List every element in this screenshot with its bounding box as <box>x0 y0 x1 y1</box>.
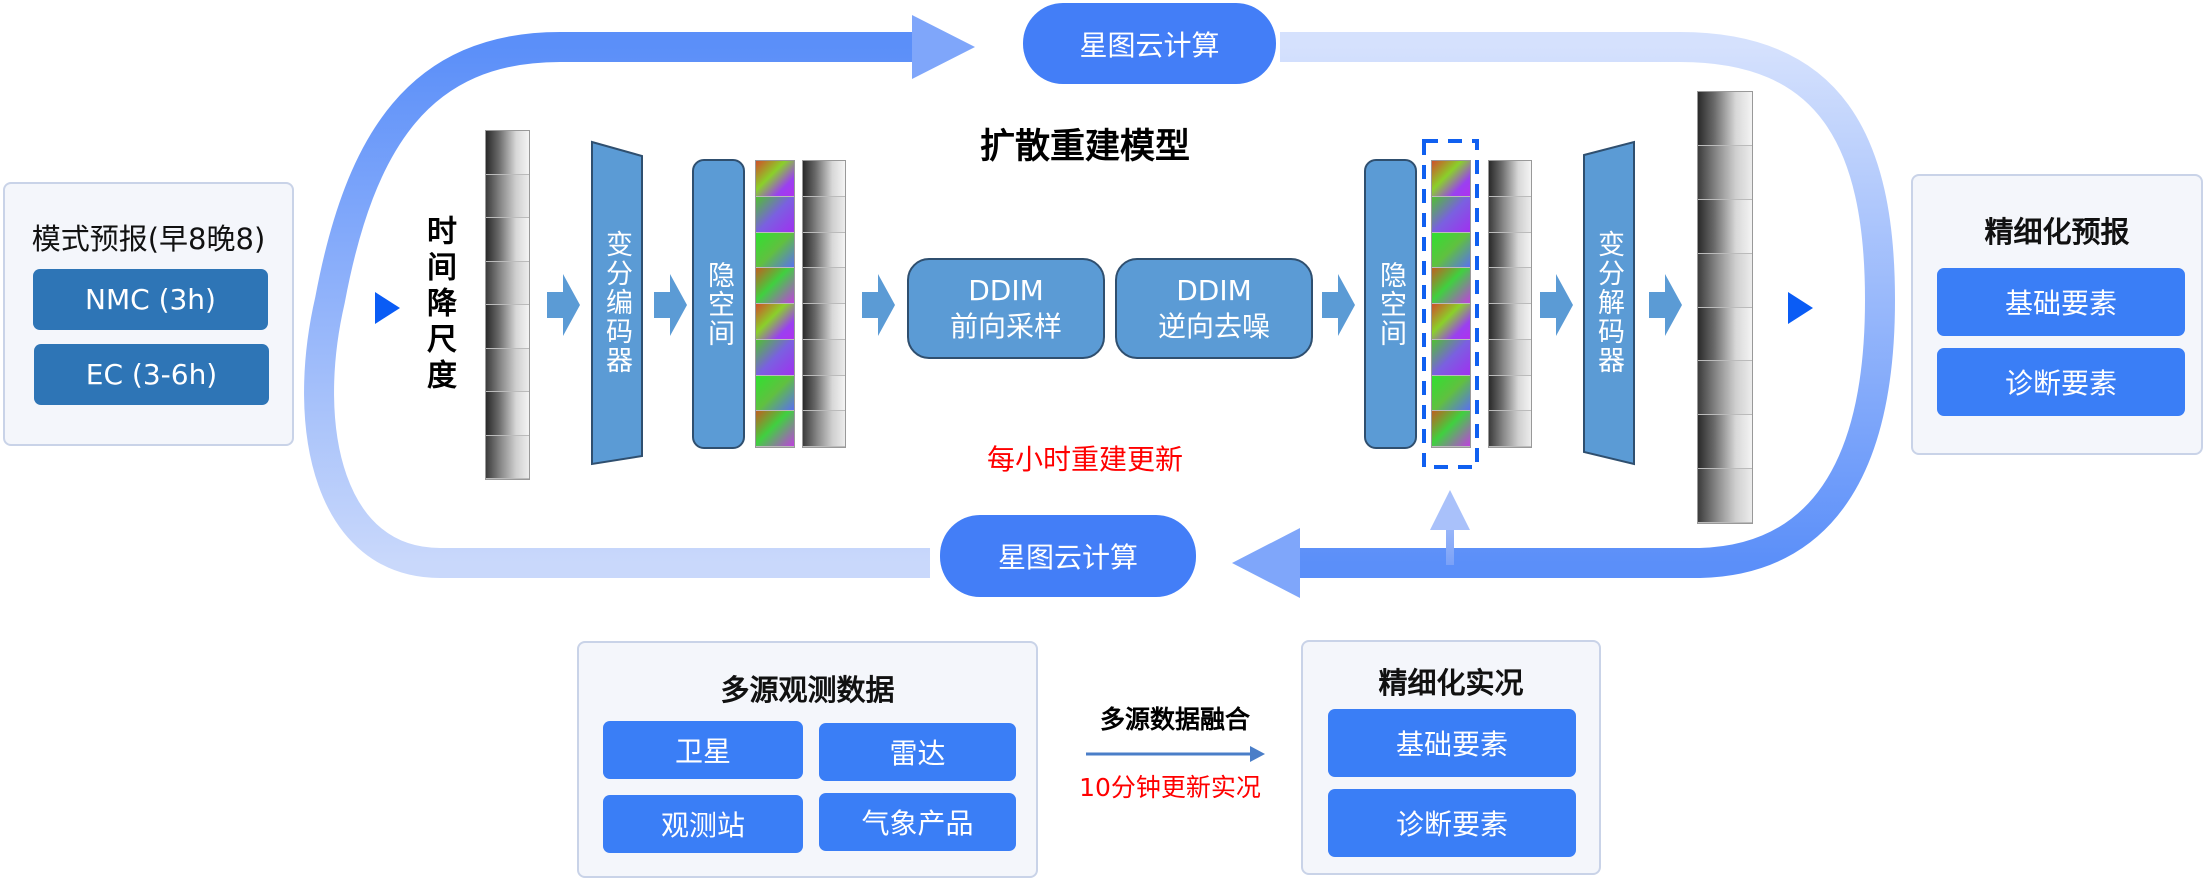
flow-arrow-6 <box>1649 274 1682 336</box>
nowcast-diagnostic-elements-button[interactable]: 诊断要素 <box>1328 789 1576 857</box>
ddim-forward-block: DDIM 前向采样 <box>907 258 1105 359</box>
fusion-arrowhead <box>1250 746 1265 762</box>
model-forecast-panel: 模式预报(早8晚8) NMC (3h) EC (3-6h) <box>3 182 294 446</box>
diagram-title: 扩散重建模型 <box>979 127 1190 167</box>
fine-forecast-panel: 精细化预报 基础要素 诊断要素 <box>1911 174 2203 455</box>
satellite-button[interactable]: 卫星 <box>603 721 803 779</box>
nowcast-basic-elements-button[interactable]: 基础要素 <box>1328 709 1576 777</box>
latent-in-feature-strip <box>755 160 795 448</box>
flow-arrow-4 <box>1322 274 1355 336</box>
input-triangle-icon <box>375 292 400 324</box>
forecast-basic-elements-button[interactable]: 基础要素 <box>1937 268 2185 336</box>
decoder-shape <box>1583 140 1635 466</box>
latent-selection-box <box>1422 139 1479 469</box>
latent-in-block: 隐空间 <box>692 159 745 449</box>
cloud-compute-bottom-pill: 星图云计算 <box>940 515 1196 597</box>
output-frames-strip <box>1697 91 1753 524</box>
bottom-arrowhead <box>1232 528 1300 598</box>
latent-out-block: 隐空间 <box>1364 159 1417 449</box>
ddim-forward-line2: 前向采样 <box>949 309 1062 343</box>
ddim-forward-line1: DDIM <box>968 273 1044 307</box>
ddim-reverse-line1: DDIM <box>1176 273 1252 307</box>
cloud-compute-top-pill: 星图云计算 <box>1023 3 1276 84</box>
flow-arrow-2 <box>654 274 687 336</box>
encoder-label: 变分编码器 <box>601 230 632 375</box>
hourly-update-note: 每小时重建更新 <box>986 443 1183 476</box>
model-forecast-title: 模式预报(早8晚8) <box>31 222 266 256</box>
ddim-reverse-line2: 逆向去噪 <box>1157 309 1270 343</box>
flow-arrow-1 <box>547 274 580 336</box>
fusion-label: 多源数据融合 <box>1099 705 1250 734</box>
flow-arrow-5 <box>1540 274 1573 336</box>
latent-out-feature-strip <box>1431 160 1471 448</box>
cloud-compute-top-label: 星图云计算 <box>1079 28 1220 62</box>
nmc-button[interactable]: NMC (3h) <box>33 269 268 330</box>
latent-out-frames-strip <box>1488 160 1532 448</box>
downscale-label: 时间降尺度 <box>421 215 456 395</box>
output-triangle-icon <box>1788 292 1813 324</box>
loop-arc-top-right <box>1280 32 1896 578</box>
latent-out-label: 隐空间 <box>1375 260 1406 348</box>
fine-forecast-title: 精细化预报 <box>1984 215 2130 249</box>
cloud-compute-bottom-label: 星图云计算 <box>997 541 1138 574</box>
forecast-diagnostic-elements-button[interactable]: 诊断要素 <box>1937 348 2185 416</box>
flow-arrow-3 <box>862 274 895 336</box>
decoder-label: 变分解码器 <box>1593 230 1624 375</box>
ddim-reverse-block: DDIM 逆向去噪 <box>1115 258 1313 359</box>
up-arrow-shaft <box>1446 510 1454 565</box>
observations-panel: 多源观测数据 卫星 雷达 观测站 气象产品 <box>577 641 1038 878</box>
fusion-note: 10分钟更新实况 <box>1079 773 1261 802</box>
station-button[interactable]: 观测站 <box>603 795 803 853</box>
input-frames-strip <box>485 130 530 480</box>
loop-arc-left <box>304 32 930 578</box>
ec-button[interactable]: EC (3-6h) <box>34 344 269 405</box>
fine-nowcast-panel: 精细化实况 基础要素 诊断要素 <box>1301 640 1601 875</box>
meteo-products-button[interactable]: 气象产品 <box>819 793 1016 851</box>
latent-in-label: 隐空间 <box>703 260 734 348</box>
latent-in-frames-strip <box>802 160 846 448</box>
encoder-shape <box>591 140 643 466</box>
up-arrowhead <box>1430 490 1470 530</box>
top-arrowhead <box>912 15 975 79</box>
observations-title: 多源观测数据 <box>720 673 895 707</box>
radar-button[interactable]: 雷达 <box>819 723 1016 781</box>
fine-nowcast-title: 精细化实况 <box>1378 666 1524 700</box>
